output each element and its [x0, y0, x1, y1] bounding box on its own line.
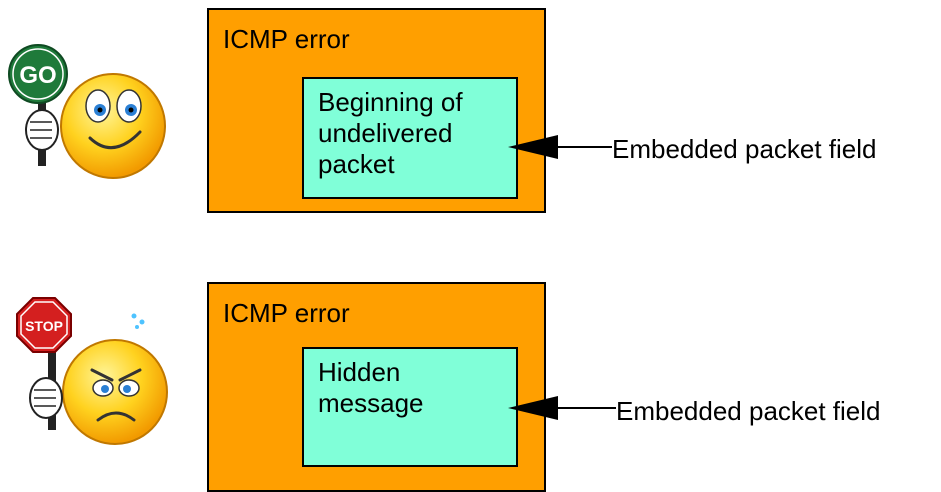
go-smiley-icon: GO [8, 44, 166, 179]
arrow-go [508, 135, 612, 159]
embedded-packet-text: Beginning of undelivered packet [318, 87, 463, 179]
embedded-packet-box-go: Beginning of undelivered packet [302, 77, 518, 199]
embedded-packet-box-stop: Hidden message [302, 347, 518, 467]
arrow-stop [508, 396, 616, 420]
embedded-packet-field-label: Embedded packet field [612, 134, 877, 164]
go-sign-text: GO [19, 62, 56, 89]
icmp-error-title: ICMP error [223, 298, 350, 328]
embedded-packet-field-label: Embedded packet field [616, 396, 881, 426]
icmp-error-title: ICMP error [223, 24, 350, 54]
stop-angry-smiley-icon: STOP [16, 297, 168, 445]
embedded-packet-text: Hidden message [318, 357, 424, 418]
stop-sign-text: STOP [25, 318, 63, 334]
